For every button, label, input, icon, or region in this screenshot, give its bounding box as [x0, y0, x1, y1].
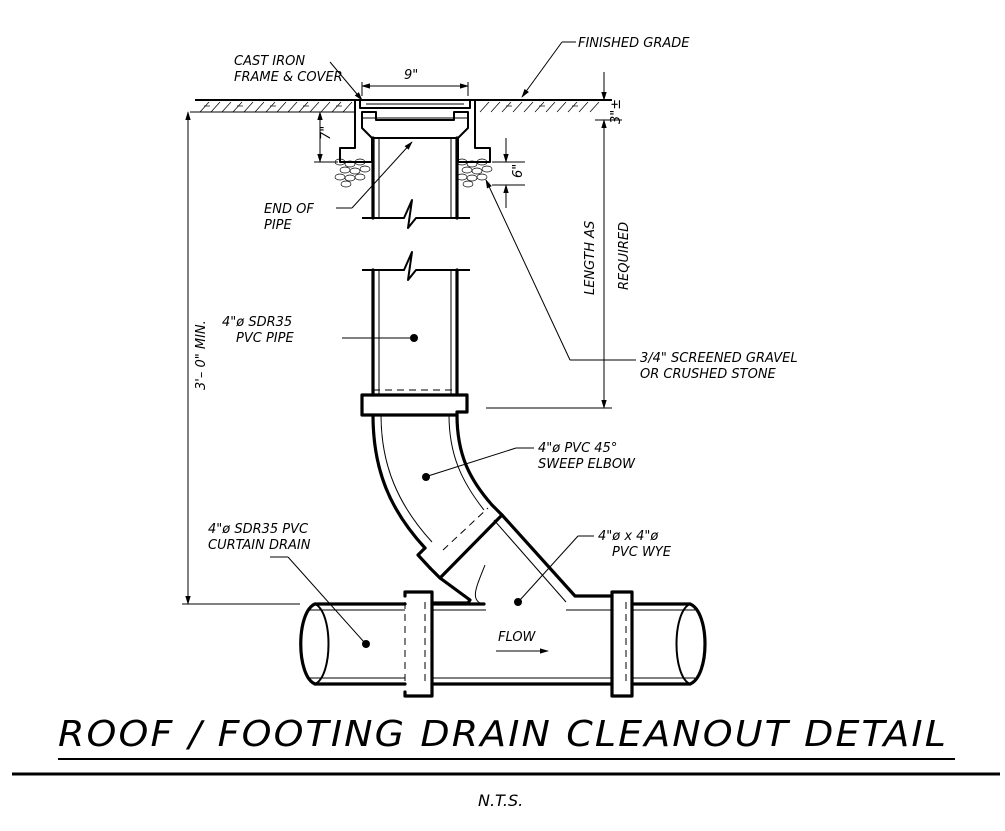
gravel-right — [456, 158, 493, 188]
dimension-6in: 6" — [492, 138, 526, 208]
callout-end-of-pipe: END OF PIPE — [264, 141, 413, 233]
dim-6-label: 6" — [511, 164, 526, 178]
callout-cast-iron: CAST IRON FRAME & COVER — [234, 54, 363, 101]
end-pipe-label-2: PIPE — [264, 218, 293, 233]
ground-hatch-left — [199, 101, 353, 113]
dim-3-label: 3"± — [609, 99, 624, 124]
callout-pvc-pipe: 4"ø SDR35 PVC PIPE — [222, 315, 418, 346]
detail-title: ROOF / FOOTING DRAIN CLEANOUT DETAIL — [58, 714, 948, 755]
sweep-elbow-45 — [360, 393, 504, 580]
curtain-label-2: CURTAIN DRAIN — [208, 538, 311, 553]
length-label-2: REQUIRED — [617, 222, 632, 290]
scale-note: N.T.S. — [478, 791, 523, 810]
dimension-min-depth: 3'– 0" MIN. — [182, 111, 355, 605]
vertical-pvc-pipe — [362, 136, 470, 397]
end-pipe-label-1: END OF — [264, 202, 314, 217]
elbow-label-1: 4"ø PVC 45° — [538, 441, 617, 456]
pvc-wye — [403, 513, 634, 698]
finished-grade-line — [195, 99, 612, 113]
gravel-left — [334, 158, 371, 188]
title-block: ROOF / FOOTING DRAIN CLEANOUT DETAIL N.T… — [12, 714, 1000, 810]
callout-gravel: 3/4" SCREENED GRAVEL OR CRUSHED STONE — [485, 179, 798, 382]
pvc-pipe-label-2: PVC PIPE — [236, 331, 294, 346]
wye-label-1: 4"ø x 4"ø — [598, 529, 659, 544]
length-label-1: LENGTH AS — [583, 221, 598, 295]
dim-9-label: 9" — [404, 68, 418, 83]
callout-elbow: 4"ø PVC 45° SWEEP ELBOW — [422, 441, 636, 481]
cast-iron-label-2: FRAME & COVER — [234, 70, 343, 85]
dimension-3in: 3"± — [595, 72, 624, 145]
dimension-length-required: LENGTH AS REQUIRED — [486, 120, 632, 409]
dimension-7in: 7" — [314, 111, 354, 163]
dim-7-label: 7" — [319, 126, 334, 140]
finished-grade-label: FINISHED GRADE — [578, 36, 690, 51]
gravel-label-2: OR CRUSHED STONE — [640, 367, 777, 382]
callout-curtain-drain: 4"ø SDR35 PVC CURTAIN DRAIN — [208, 522, 370, 648]
flow-label: FLOW — [498, 630, 537, 645]
curtain-label-1: 4"ø SDR35 PVC — [208, 522, 309, 537]
min-depth-label: 3'– 0" MIN. — [194, 320, 209, 390]
callout-wye: 4"ø x 4"ø PVC WYE — [514, 529, 672, 606]
flow-arrow: FLOW — [496, 630, 549, 654]
cast-iron-label-1: CAST IRON — [234, 54, 305, 69]
callout-finished-grade: FINISHED GRADE — [521, 36, 690, 98]
ground-hatch-right — [479, 101, 600, 113]
wye-label-2: PVC WYE — [612, 545, 672, 560]
pvc-pipe-label-1: 4"ø SDR35 — [222, 315, 292, 330]
gravel-label-1: 3/4" SCREENED GRAVEL — [640, 351, 798, 366]
cast-iron-frame-cover — [339, 100, 491, 163]
dimension-9in: 9" — [361, 68, 469, 96]
elbow-label-2: SWEEP ELBOW — [538, 457, 636, 472]
